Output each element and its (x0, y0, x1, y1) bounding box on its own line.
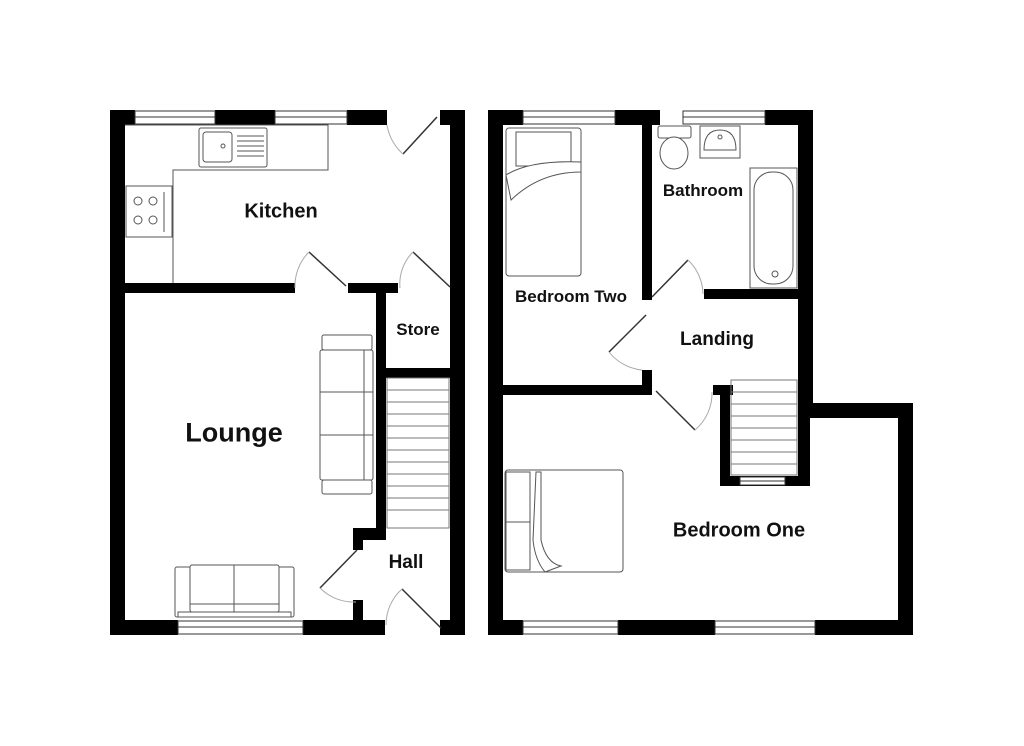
room-label-hall: Hall (388, 552, 424, 573)
room-label-kitchen: Kitchen (244, 200, 318, 223)
room-label-landing: Landing (680, 329, 754, 350)
bed-double (504, 469, 624, 573)
room-label-bedroom-two: Bedroom Two (514, 287, 628, 306)
room-label-bedroom-one: Bedroom One (672, 519, 806, 542)
walls (110, 110, 465, 635)
windows (522, 110, 816, 635)
room-label-bathroom: Bathroom (662, 181, 744, 200)
kitchen-worktop (125, 124, 329, 283)
ground-floor (110, 110, 465, 635)
room-label-lounge: Lounge (185, 417, 283, 448)
stairs-first (730, 379, 798, 476)
bed-single (505, 127, 582, 277)
room-label-store: Store (396, 320, 440, 339)
doors (608, 259, 713, 431)
windows (134, 110, 348, 635)
doors (294, 116, 451, 629)
bathroom-fixtures (657, 125, 798, 289)
walls (488, 110, 913, 635)
sofa-side (319, 334, 374, 495)
first-floor (488, 110, 913, 635)
sofa-bottom (174, 564, 295, 618)
stairs-ground (386, 377, 450, 529)
